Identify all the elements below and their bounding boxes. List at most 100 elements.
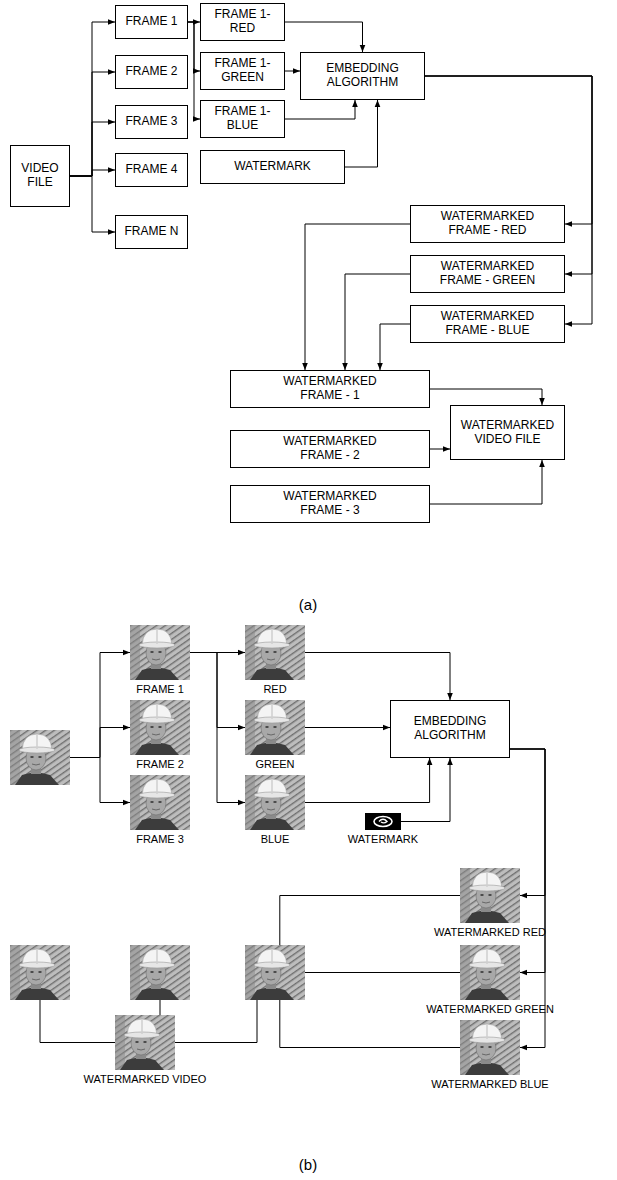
- frame-picture: [130, 945, 190, 1000]
- box-label: EMBEDDING ALGORITHM: [400, 715, 500, 743]
- process-box: FRAME 1-RED: [200, 3, 285, 41]
- picture-use: [245, 700, 305, 755]
- video-frame-image: WATERMARKED GREEN: [460, 945, 520, 1000]
- video-frame-image: FRAME 3: [130, 775, 190, 830]
- video-frame-image: [130, 945, 190, 1000]
- figure-label: (b): [299, 1156, 317, 1173]
- picture-use: [130, 625, 190, 680]
- connector-arrow: [70, 758, 130, 803]
- image-caption: WATERMARKED GREEN: [426, 1003, 554, 1016]
- box-label: EMBEDDING ALGORITHM: [308, 62, 418, 90]
- image-caption: FRAME 1: [136, 683, 184, 696]
- box-label: WATERMARKED FRAME - 2: [265, 435, 395, 463]
- box-label: WATERMARKED VIDEO FILE: [455, 419, 560, 447]
- image-caption: FRAME 2: [136, 758, 184, 771]
- process-box: EMBEDDING ALGORITHM: [300, 52, 425, 100]
- image-caption: WATERMARKED VIDEO: [84, 1073, 207, 1086]
- box-label: WATERMARK: [234, 160, 311, 174]
- connector-arrow: [280, 896, 460, 946]
- box-label: FRAME 1-BLUE: [208, 105, 278, 133]
- connector-arrow: [70, 176, 115, 232]
- frame-picture: [10, 730, 70, 785]
- process-box: WATERMARKED FRAME - 1: [230, 370, 430, 408]
- box-label: FRAME 1-GREEN: [208, 57, 278, 85]
- connector-arrow: [40, 1000, 115, 1043]
- box-label: FRAME 2: [125, 65, 177, 79]
- box-label: FRAME 1-RED: [208, 8, 278, 36]
- connector-arrow: [70, 22, 115, 176]
- frame-picture: [460, 868, 520, 923]
- picture-use: [245, 625, 305, 680]
- frame-picture: [460, 945, 520, 1000]
- connector-arrow: [70, 653, 130, 758]
- picture-use: [10, 730, 70, 785]
- picture-use: [130, 945, 190, 1000]
- connector-arrow: [305, 224, 410, 370]
- frame-picture: [10, 945, 70, 1000]
- process-box: WATERMARKED FRAME - RED: [410, 205, 565, 243]
- connector-arrow: [70, 122, 115, 176]
- connector-arrow: [345, 100, 378, 167]
- connector-arrow: [70, 72, 115, 176]
- process-box: FRAME N: [115, 215, 188, 249]
- connector-arrow: [510, 749, 545, 973]
- connector-arrow: [305, 653, 450, 701]
- video-frame-image: [10, 730, 70, 785]
- video-frame-image: FRAME 2: [130, 700, 190, 755]
- connector-arrow: [425, 76, 592, 274]
- image-caption: GREEN: [255, 758, 294, 771]
- picture-use: [365, 813, 401, 830]
- frame-picture: [130, 700, 190, 755]
- picture-use: [245, 945, 305, 1000]
- box-label: WATERMARKED FRAME - 1: [265, 375, 395, 403]
- image-caption: WATERMARK: [348, 833, 418, 846]
- box-label: WATERMARKED FRAME - GREEN: [428, 260, 548, 288]
- video-frame-image: RED: [245, 625, 305, 680]
- connector-arrow: [285, 22, 363, 52]
- process-box: WATERMARKED FRAME - BLUE: [410, 305, 565, 343]
- process-box: FRAME 1-BLUE: [200, 100, 285, 138]
- frame-picture: [245, 625, 305, 680]
- process-box: VIDEO FILE: [10, 145, 70, 207]
- process-box: FRAME 1-GREEN: [200, 52, 285, 90]
- connector-arrow: [380, 324, 410, 370]
- box-label: WATERMARKED FRAME - BLUE: [428, 310, 548, 338]
- connector-arrow: [190, 653, 245, 803]
- frame-picture: [245, 775, 305, 830]
- watermark-image: WATERMARK: [365, 813, 401, 830]
- process-box: FRAME 1: [115, 5, 188, 39]
- picture-use: [130, 700, 190, 755]
- connector-arrow: [160, 1000, 161, 1015]
- frame-picture: [130, 775, 190, 830]
- video-frame-image: WATERMARKED RED: [460, 868, 520, 923]
- video-frame-image: WATERMARKED VIDEO: [115, 1015, 175, 1070]
- box-label: FRAME 4: [125, 163, 177, 177]
- process-box: WATERMARKED FRAME - GREEN: [410, 255, 565, 293]
- process-box: FRAME 4: [115, 153, 188, 187]
- connector-arrow: [430, 449, 450, 450]
- connector-arrow: [285, 100, 355, 119]
- video-frame-image: WATERMARKED BLUE: [460, 1020, 520, 1075]
- box-label: FRAME 1: [125, 15, 177, 29]
- watermark-picture: [365, 813, 401, 830]
- process-box: FRAME 2: [115, 55, 188, 89]
- video-frame-image: FRAME 1: [130, 625, 190, 680]
- frame-picture: [130, 625, 190, 680]
- picture-use: [130, 775, 190, 830]
- connector-arrow: [305, 972, 460, 973]
- process-box: FRAME 3: [115, 105, 188, 139]
- picture-use: [460, 868, 520, 923]
- picture-use: [245, 775, 305, 830]
- connector-arrow: [285, 71, 300, 72]
- video-frame-image: BLUE: [245, 775, 305, 830]
- picture-use: [460, 945, 520, 1000]
- image-caption: FRAME 3: [136, 833, 184, 846]
- process-box: WATERMARKED FRAME - 3: [230, 485, 430, 523]
- connector-arrow: [345, 274, 410, 370]
- box-label: WATERMARKED FRAME - RED: [428, 210, 548, 238]
- process-box: WATERMARK: [200, 150, 345, 184]
- frame-picture: [245, 945, 305, 1000]
- connector-arrow: [70, 170, 115, 176]
- video-frame-image: GREEN: [245, 700, 305, 755]
